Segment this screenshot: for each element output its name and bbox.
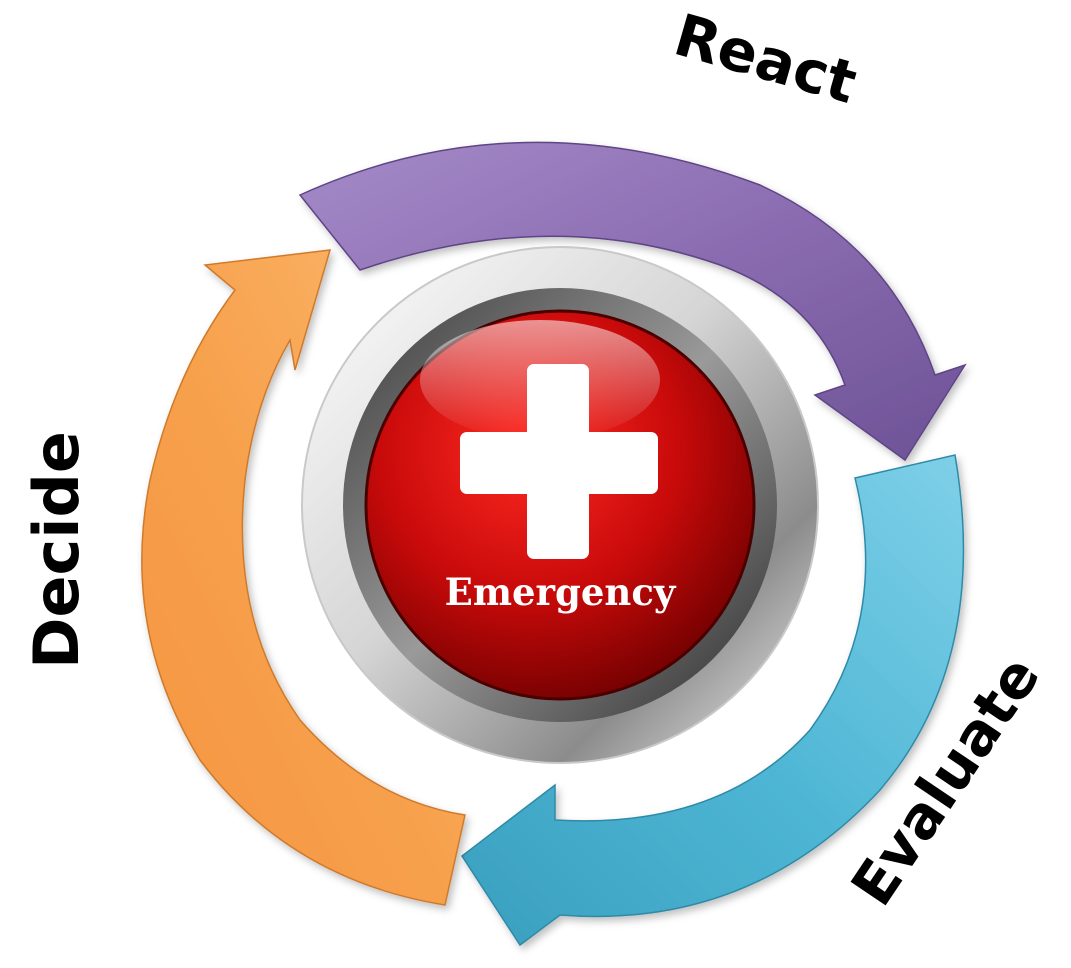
medical-cross-icon: [460, 364, 658, 559]
decide-arrow: [141, 249, 466, 906]
react-arrow: [298, 141, 967, 462]
cycle-arrows: [141, 141, 967, 947]
emergency-button: Emergency: [301, 246, 819, 764]
evaluate-arrow: [460, 454, 965, 947]
decide-label: Decide: [20, 431, 93, 669]
emergency-label: Emergency: [445, 570, 677, 614]
react-label: React: [667, 1, 864, 117]
